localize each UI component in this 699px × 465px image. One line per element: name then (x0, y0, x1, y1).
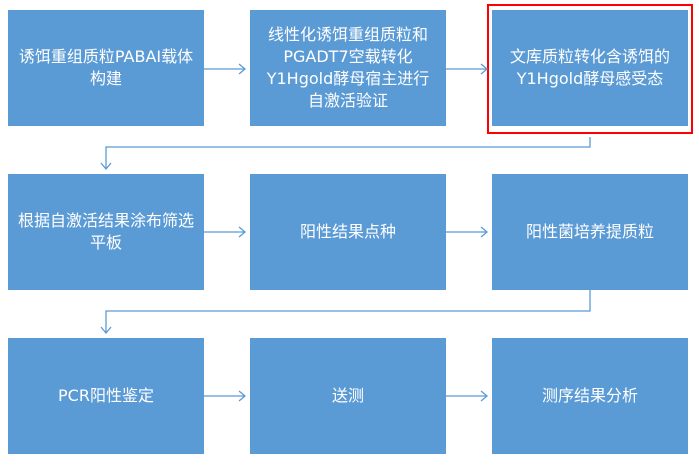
arrowhead-2-3 (480, 63, 489, 75)
step-label-3: 文库质粒转化含诱饵的Y1Hgold酵母感受态 (509, 47, 670, 88)
step-label-4: 根据自激活结果涂布筛选平板 (18, 211, 195, 252)
step-label-1: 诱饵重组质粒PABAI载体构建 (18, 47, 194, 88)
step-box-8: 送测 (250, 338, 446, 454)
step-box-4: 根据自激活结果涂布筛选平板 (8, 174, 204, 290)
arrow-3-4 (105, 137, 591, 168)
step-box-6: 阳性菌培养提质粒 (492, 174, 688, 290)
step-box-5: 阳性结果点种 (250, 174, 446, 290)
arrowhead-4-5 (238, 226, 247, 238)
arrowhead-5-6 (480, 226, 489, 238)
arrowhead-3-4 (100, 162, 112, 171)
step-box-2: 线性化诱饵重组质粒和PGADT7空载转化Y1Hgold酵母宿主进行自激活验证 (250, 10, 446, 126)
step-label-2: 线性化诱饵重组质粒和PGADT7空载转化Y1Hgold酵母宿主进行自激活验证 (266, 25, 430, 110)
arrowhead-6-7 (100, 326, 112, 335)
step-box-7: PCR阳性鉴定 (8, 338, 204, 454)
arrowhead-1-2 (238, 63, 247, 75)
step-box-9: 测序结果分析 (492, 338, 688, 454)
step-label-6: 阳性菌培养提质粒 (525, 222, 654, 241)
arrow-6-7 (105, 290, 591, 332)
arrowhead-8-9 (480, 390, 489, 402)
step-label-9: 测序结果分析 (541, 386, 638, 405)
step-label-7: PCR阳性鉴定 (58, 386, 154, 405)
step-label-5: 阳性结果点种 (299, 222, 396, 241)
step-box-1: 诱饵重组质粒PABAI载体构建 (8, 10, 204, 126)
arrowhead-7-8 (238, 390, 247, 402)
step-label-8: 送测 (331, 386, 364, 405)
step-box-3: 文库质粒转化含诱饵的Y1Hgold酵母感受态 (492, 10, 688, 126)
